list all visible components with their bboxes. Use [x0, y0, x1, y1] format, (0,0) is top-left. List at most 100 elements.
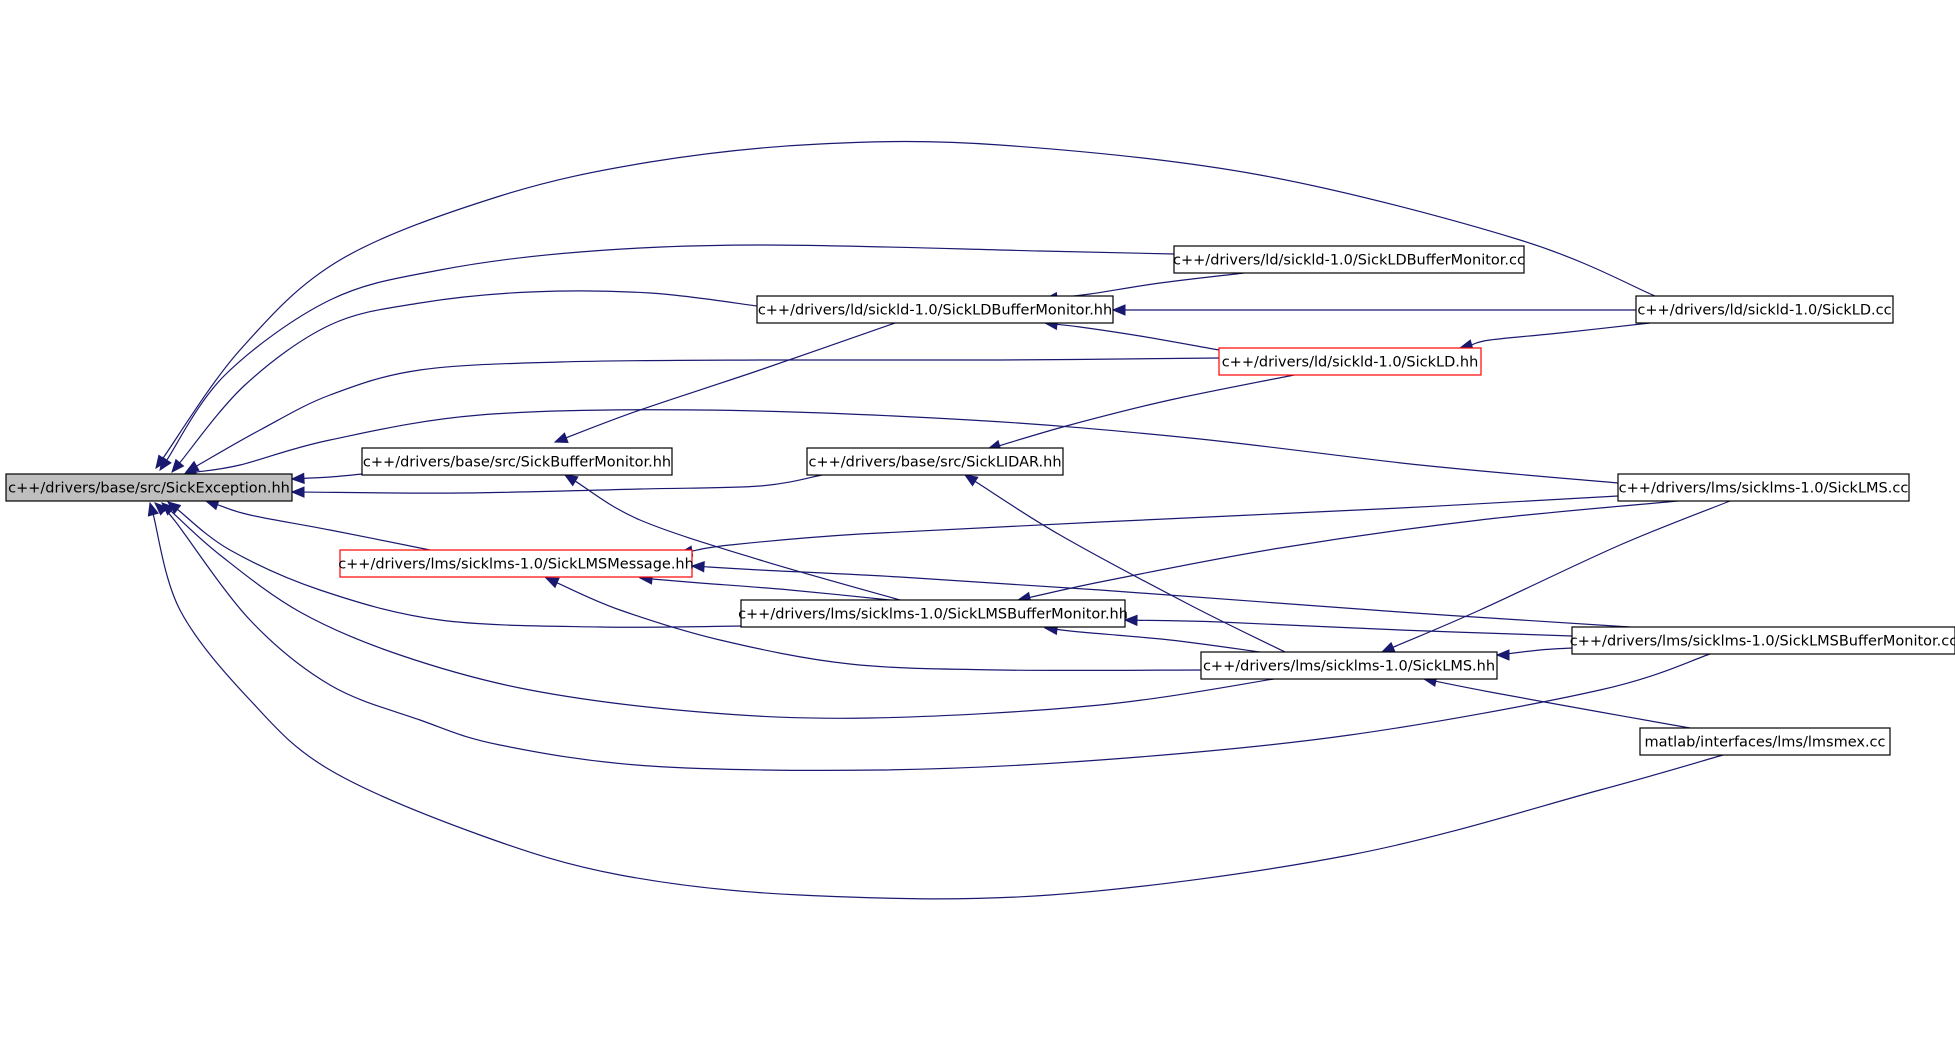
node-box[interactable]: [1617, 473, 1910, 502]
edge-lms-hh-to-lms-msg: [544, 577, 1202, 672]
node-label: matlab/interfaces/lms/lmsmex.cc: [1644, 735, 1885, 751]
node-label: c++/drivers/base/src/SickLIDAR.hh: [808, 455, 1061, 471]
edge-line: [170, 510, 1281, 719]
node-lms-cc[interactable]: c++/drivers/lms/sicklms-1.0/SickLMS.cc: [1617, 473, 1910, 502]
node-lms-bm-cc[interactable]: c++/drivers/lms/sicklms-1.0/SickLMSBuffe…: [1570, 626, 1955, 655]
node-label: c++/drivers/lms/sicklms-1.0/SickLMS.cc: [1619, 481, 1909, 497]
edge-line: [1056, 323, 1220, 351]
edge-line: [556, 582, 1202, 672]
node-box[interactable]: [806, 447, 1064, 476]
edge-ld-cc-to-ld-bm-hh: [1111, 304, 1636, 316]
edge-line: [303, 474, 823, 494]
edge-line: [999, 374, 1295, 447]
node-label: c++/drivers/lms/sicklms-1.0/SickLMS.hh: [1203, 659, 1495, 675]
node-label: c++/drivers/lms/sicklms-1.0/SickLMSBuffe…: [1570, 634, 1955, 650]
node-label: c++/drivers/ld/sickld-1.0/SickLD.hh: [1222, 355, 1479, 371]
node-box[interactable]: [361, 447, 673, 476]
edge-line: [1056, 272, 1245, 299]
edge-ld-bm-hh-to-sickbuffermonitor: [553, 322, 896, 444]
node-label: c++/drivers/ld/sickld-1.0/SickLD.cc: [1637, 303, 1891, 319]
edge-line: [574, 480, 901, 601]
arrowhead: [553, 432, 569, 444]
edge-lms-cc-to-lms-bm-hh: [1016, 500, 1679, 603]
node-label: c++/drivers/base/src/SickException.hh: [8, 481, 290, 497]
edge-ld-hh-to-ld-bm-hh: [1043, 318, 1220, 351]
node-label: c++/drivers/base/src/SickBufferMonitor.h…: [363, 455, 671, 471]
edge-line: [1471, 322, 1651, 346]
edge-line: [195, 409, 1619, 484]
arrowhead: [1123, 614, 1138, 627]
arrowhead: [963, 474, 979, 487]
edge-line: [217, 504, 431, 551]
edge-line: [163, 509, 1711, 771]
edge-line: [566, 322, 896, 439]
edge-line: [166, 244, 1175, 461]
node-lms-msg[interactable]: c++/drivers/lms/sicklms-1.0/SickLMSMessa…: [338, 549, 694, 578]
arrowhead: [1495, 649, 1510, 661]
node-ld-bm-hh[interactable]: c++/drivers/ld/sickld-1.0/SickLDBufferMo…: [756, 295, 1114, 324]
node-box[interactable]: [1571, 626, 1955, 655]
edge-lms-bm-hh-to-sickbuffermonitor: [563, 474, 901, 601]
edge-sickbuffermonitor-to-sickexception: [290, 472, 363, 485]
edge-ld-hh-to-sickexception: [184, 357, 1220, 473]
node-box[interactable]: [756, 295, 1114, 324]
edge-line: [1498, 647, 1573, 656]
node-label: c++/drivers/ld/sickld-1.0/SickLDBufferMo…: [758, 303, 1112, 319]
arrowhead: [290, 472, 305, 485]
arrowhead: [154, 502, 169, 516]
edge-lms-bm-cc-to-lms-bm-hh: [1123, 614, 1573, 637]
edge-lms-hh-to-sicklidar: [963, 474, 1286, 653]
arrowhead: [1111, 304, 1126, 316]
arrowhead: [147, 501, 159, 517]
node-box[interactable]: [5, 473, 293, 502]
edge-line: [303, 473, 363, 479]
node-box[interactable]: [1218, 347, 1482, 376]
node-ld-cc[interactable]: c++/drivers/ld/sickld-1.0/SickLD.cc: [1635, 295, 1894, 324]
node-label: c++/drivers/lms/sicklms-1.0/SickLMSBuffe…: [738, 607, 1128, 623]
edge-line: [691, 495, 1619, 552]
edge-line: [177, 508, 742, 628]
edge-lms-hh-to-lms-bm-hh: [1043, 623, 1261, 653]
edge-line: [1029, 500, 1679, 599]
edge-line: [651, 578, 901, 602]
node-box[interactable]: [1639, 727, 1891, 756]
edge-ld-cc-to-ld-hh: [1458, 322, 1651, 351]
edges-layer: [147, 140, 1731, 900]
node-box[interactable]: [740, 599, 1126, 628]
node-ld-hh[interactable]: c++/drivers/ld/sickld-1.0/SickLD.hh: [1218, 347, 1482, 376]
node-label: c++/drivers/ld/sickld-1.0/SickLDBufferMo…: [1173, 253, 1525, 269]
node-box[interactable]: [1173, 245, 1525, 274]
node-label: c++/drivers/lms/sicklms-1.0/SickLMSMessa…: [338, 557, 694, 573]
node-ld-bm-cc[interactable]: c++/drivers/ld/sickld-1.0/SickLDBufferMo…: [1173, 245, 1525, 274]
node-sicklidar[interactable]: c++/drivers/base/src/SickLIDAR.hh: [806, 447, 1064, 476]
edge-lms-bm-cc-to-sickexception: [154, 502, 1711, 771]
edge-line: [1435, 680, 1691, 729]
edge-lmsmex-to-lms-hh: [1422, 675, 1691, 729]
nodes-layer: c++/drivers/base/src/SickException.hh c++…: [5, 245, 1955, 756]
edge-ld-cc-to-sickexception: [155, 140, 1656, 470]
edge-lms-bm-cc-to-lms-hh: [1495, 647, 1573, 661]
edge-lms-cc-to-lms-msg: [678, 495, 1619, 557]
edge-lms-bm-hh-to-lms-msg: [638, 573, 901, 602]
arrowhead: [544, 577, 560, 589]
edge-line: [162, 140, 1656, 459]
edge-line: [179, 290, 758, 464]
edge-line: [152, 514, 1724, 900]
node-box[interactable]: [1200, 651, 1498, 680]
node-lms-hh[interactable]: c++/drivers/lms/sicklms-1.0/SickLMS.hh: [1200, 651, 1498, 680]
edge-ld-bm-hh-to-sickexception: [171, 290, 758, 474]
arrowhead: [290, 486, 305, 498]
node-box[interactable]: [339, 549, 693, 578]
node-box[interactable]: [1635, 295, 1894, 324]
edge-line: [974, 480, 1286, 653]
node-lmsmex[interactable]: matlab/interfaces/lms/lmsmex.cc: [1639, 727, 1891, 756]
edge-line: [1136, 619, 1573, 637]
edge-line: [196, 357, 1220, 467]
node-lms-bm-hh[interactable]: c++/drivers/lms/sicklms-1.0/SickLMSBuffe…: [738, 599, 1128, 628]
node-sickbuffermonitor[interactable]: c++/drivers/base/src/SickBufferMonitor.h…: [361, 447, 673, 476]
node-sickexception[interactable]: c++/drivers/base/src/SickException.hh: [5, 473, 293, 502]
edge-ld-hh-to-sicklidar: [986, 374, 1295, 451]
arrowhead: [171, 458, 185, 474]
edge-sicklidar-to-sickexception: [290, 474, 823, 498]
